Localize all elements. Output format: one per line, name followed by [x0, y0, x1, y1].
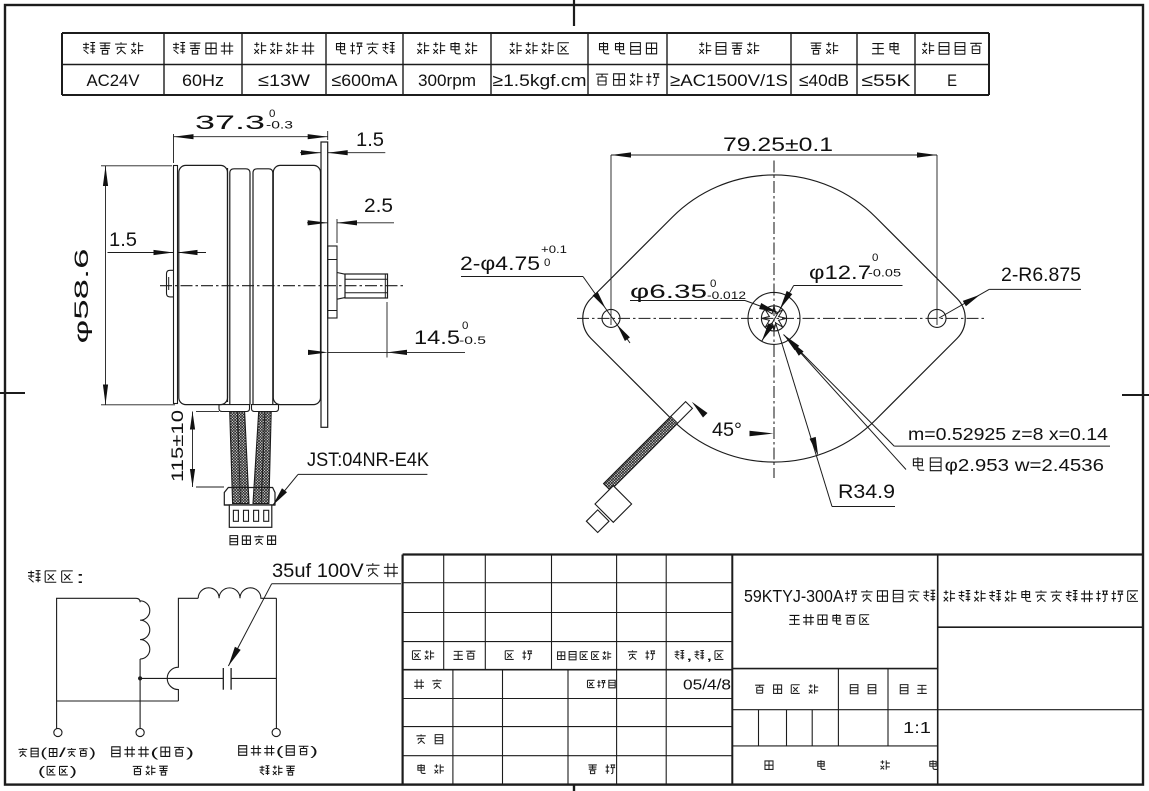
svg-text:-0.3: -0.3 [266, 120, 293, 132]
svg-text:+0.1: +0.1 [541, 244, 567, 256]
svg-text:m=0.52925 z=8 x=0.14: m=0.52925 z=8 x=0.14 [908, 424, 1108, 444]
svg-text:1.5: 1.5 [109, 229, 137, 251]
svg-text:φ58.6: φ58.6 [71, 249, 93, 344]
svg-text:≥AC1500V/1S: ≥AC1500V/1S [670, 71, 788, 90]
svg-text:(: ( [38, 764, 46, 779]
svg-text:≤13W: ≤13W [258, 71, 310, 90]
svg-text:0: 0 [462, 320, 468, 332]
svg-text:115±10: 115±10 [168, 410, 187, 482]
svg-text:,: , [706, 649, 713, 663]
svg-text:E: E [947, 71, 957, 90]
svg-text:79.25±0.1: 79.25±0.1 [723, 134, 833, 156]
svg-text:R34.9: R34.9 [838, 481, 895, 503]
svg-text:φ2.953 w=2.4536: φ2.953 w=2.4536 [945, 455, 1104, 475]
svg-text:≤55K: ≤55K [862, 71, 912, 90]
svg-text:0: 0 [269, 108, 275, 120]
svg-text:60Hz: 60Hz [182, 71, 224, 90]
svg-text:/: / [59, 745, 67, 760]
svg-text:-0.05: -0.05 [868, 268, 901, 280]
svg-text:2-φ4.75: 2-φ4.75 [460, 253, 540, 275]
svg-text:φ12.7: φ12.7 [809, 262, 871, 284]
svg-text:,: , [686, 649, 693, 663]
svg-text:-0.012: -0.012 [707, 290, 746, 302]
svg-text:45°: 45° [712, 419, 742, 441]
svg-text:≤40dB: ≤40dB [799, 71, 849, 90]
svg-text:JST:04NR-E4K: JST:04NR-E4K [307, 449, 429, 471]
svg-text:1.5: 1.5 [356, 129, 384, 151]
svg-text:35uf 100V: 35uf 100V [272, 560, 364, 582]
svg-text:1:1: 1:1 [903, 720, 931, 737]
svg-text:≥1.5kgf.cm: ≥1.5kgf.cm [493, 71, 587, 90]
svg-text:≤600mA: ≤600mA [332, 71, 399, 90]
svg-text:2-R6.875: 2-R6.875 [1001, 264, 1081, 286]
svg-text::: : [76, 569, 86, 587]
svg-text:37.3: 37.3 [195, 112, 265, 134]
svg-text:0: 0 [872, 252, 878, 264]
svg-text:0: 0 [710, 278, 716, 290]
svg-text:): ) [70, 764, 77, 779]
svg-text:): ) [310, 744, 318, 759]
svg-text:0: 0 [544, 257, 550, 269]
svg-text:): ) [89, 745, 96, 760]
svg-text:05/4/8: 05/4/8 [683, 678, 731, 694]
svg-text:14.5: 14.5 [414, 327, 460, 349]
svg-text:(: ( [40, 745, 48, 760]
svg-text:59KTYJ-300A: 59KTYJ-300A [744, 586, 844, 606]
svg-text:φ6.35: φ6.35 [630, 281, 707, 303]
svg-text:(: ( [276, 744, 285, 759]
svg-text:AC24V: AC24V [87, 71, 141, 90]
svg-text:2.5: 2.5 [364, 195, 393, 217]
svg-text:(: ( [150, 745, 159, 760]
svg-text:-0.5: -0.5 [459, 335, 486, 347]
svg-text:): ) [186, 745, 194, 760]
svg-text:300rpm: 300rpm [418, 71, 476, 90]
